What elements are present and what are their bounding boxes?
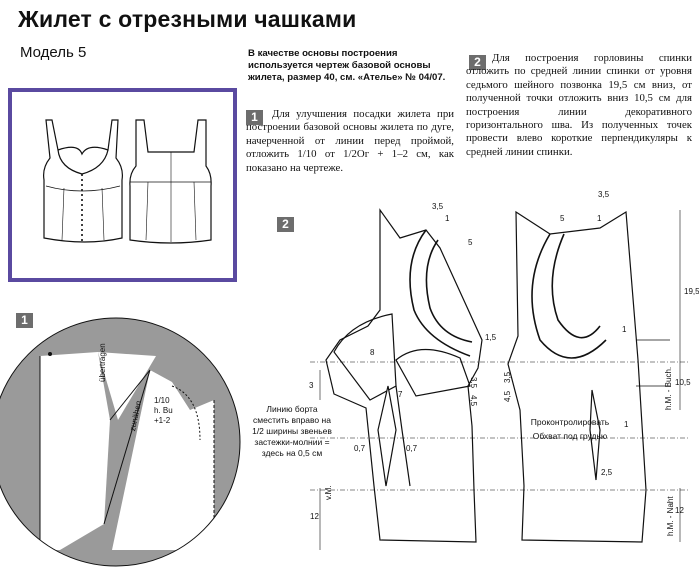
intro-text: В качестве основы построения используетс… — [248, 48, 446, 83]
figure-2-diagram — [310, 208, 690, 550]
step-1-text: Для улучшения посадки жилета при построе… — [246, 108, 454, 174]
dim-3-5-d: 3,5 — [503, 371, 512, 383]
dim-3-5-b: 3,5 — [598, 190, 610, 199]
label-ubertragen: übertragen — [98, 343, 107, 382]
note-chest: Обхват под грудью — [532, 431, 608, 441]
step-1-badge: 1 — [246, 110, 263, 125]
formula-line-2: h. Bu — [154, 406, 173, 415]
formula-line-1: 1/10 — [154, 396, 170, 405]
page-title: Жилет с отрезными чашками — [18, 6, 357, 32]
dim-5-a: 5 — [468, 238, 473, 247]
dim-7: 7 — [398, 390, 403, 399]
garment-illustration — [8, 88, 237, 282]
dim-2-5: 2,5 — [601, 468, 613, 477]
dim-1-b: 1 — [597, 214, 602, 223]
dim-3: 3 — [309, 381, 314, 390]
formula-label: 1/10 h. Bu +1-2 — [154, 396, 173, 426]
dim-4-5-b: 4,5 — [503, 390, 512, 402]
dim-1-a: 1 — [445, 214, 450, 223]
dim-10-5: 10,5 — [675, 378, 691, 387]
dim-3-5-a: 3,5 — [432, 202, 444, 211]
dim-19-5: 19,5 — [684, 287, 699, 296]
dim-0-7-a: 0,7 — [354, 444, 366, 453]
dim-1-5: 1,5 — [485, 333, 497, 342]
step-2-text: Для построения горловины спинки отложить… — [466, 52, 692, 158]
dim-5-b: 5 — [560, 214, 565, 223]
dim-12-b: 12 — [675, 506, 684, 515]
dim-4-5-a: 4,5 — [469, 395, 478, 407]
note-check: Проконтролировать — [530, 417, 610, 427]
dim-12-a: 12 — [310, 512, 319, 521]
model-label: Модель 5 — [20, 44, 87, 61]
back-view — [129, 119, 212, 244]
step-2-badge: 2 — [469, 55, 486, 70]
dim-1-c: 1 — [622, 325, 627, 334]
dim-0-7-b: 0,7 — [406, 444, 418, 453]
figure-2-badge: 2 — [277, 217, 294, 232]
formula-line-3: +1-2 — [154, 416, 171, 425]
label-hm-buch: h.M. - Buch. — [664, 366, 673, 410]
dim-8: 8 — [370, 348, 375, 357]
front-view — [43, 119, 123, 243]
note-front-edge: Линию борта сместить вправо на 1/2 ширин… — [252, 404, 332, 458]
label-vm: v.M. — [324, 485, 333, 500]
figure-1-badge: 1 — [16, 313, 33, 328]
figure-1-diagram — [0, 317, 241, 567]
label-hm-naht: h.M. - Naht — [666, 496, 675, 536]
dim-1-d: 1 — [624, 420, 629, 429]
dim-3-5-c: 3,5 — [469, 377, 478, 389]
